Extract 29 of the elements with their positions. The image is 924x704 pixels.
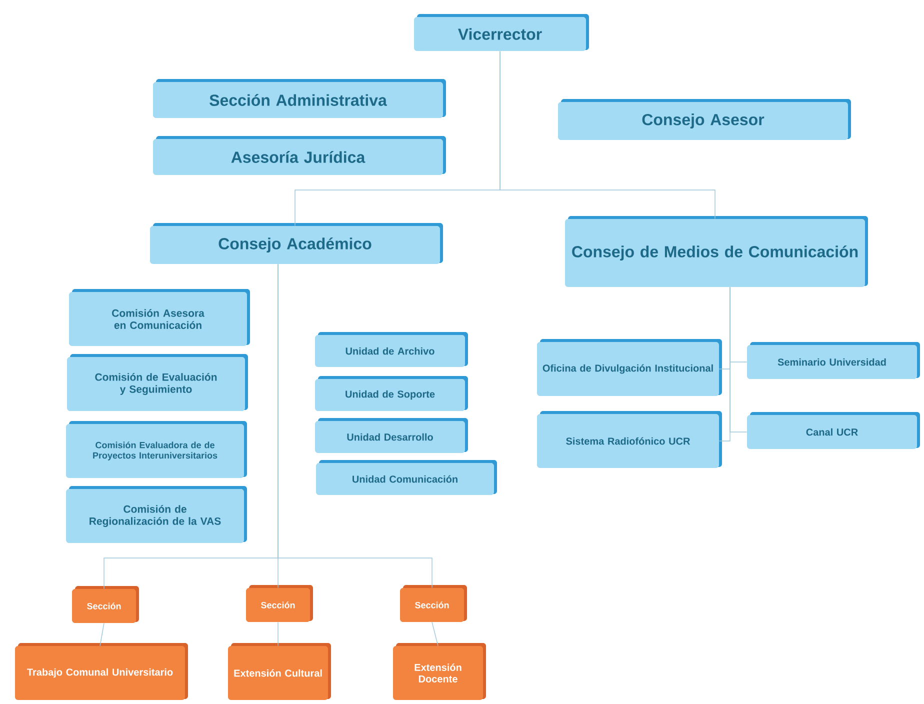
org-box: Consejo Académico [150,223,443,264]
org-box: Sección Administrativa [153,79,446,118]
org-box: Canal UCR [747,412,920,449]
org-box: Unidad Desarrollo [315,418,468,453]
org-box: Consejo de Medios de Comunicación [565,216,868,287]
section-box: Extensión Cultural [228,643,331,700]
org-box: Comisión de Regionalización de la VAS [66,486,247,543]
section-box: Sección [246,585,313,622]
connector-line [278,264,432,588]
org-box: Comisión Evaluadora de de Proyectos Interuniversitarios [66,421,247,478]
connector-line [730,286,748,432]
org-box: Sistema Radiofónico UCR [537,411,722,468]
org-box: Unidad de Archivo [315,332,468,367]
connector-line [500,50,716,220]
org-box: Seminario Universidad [747,342,920,379]
connector-line [432,622,438,646]
section-box: Extensión Docente [393,643,486,700]
section-box: Trabajo Comunal Universitario [15,643,188,700]
section-box: Sección [400,585,467,622]
org-box: Unidad Comunicación [316,460,497,495]
org-box: Comisión de Evaluación y Seguimiento [67,354,248,411]
section-box: Sección [72,586,139,623]
org-box: Vicerrector [414,14,589,51]
org-box: Consejo Asesor [558,99,851,140]
org-box: Oficina de Divulgación Institucional [537,339,722,396]
org-box: Unidad de Soporte [315,376,468,411]
connector-line [100,622,104,646]
org-box: Asesoría Jurídica [153,136,446,175]
org-box: Comisión Asesora en Comunicación [69,289,250,346]
